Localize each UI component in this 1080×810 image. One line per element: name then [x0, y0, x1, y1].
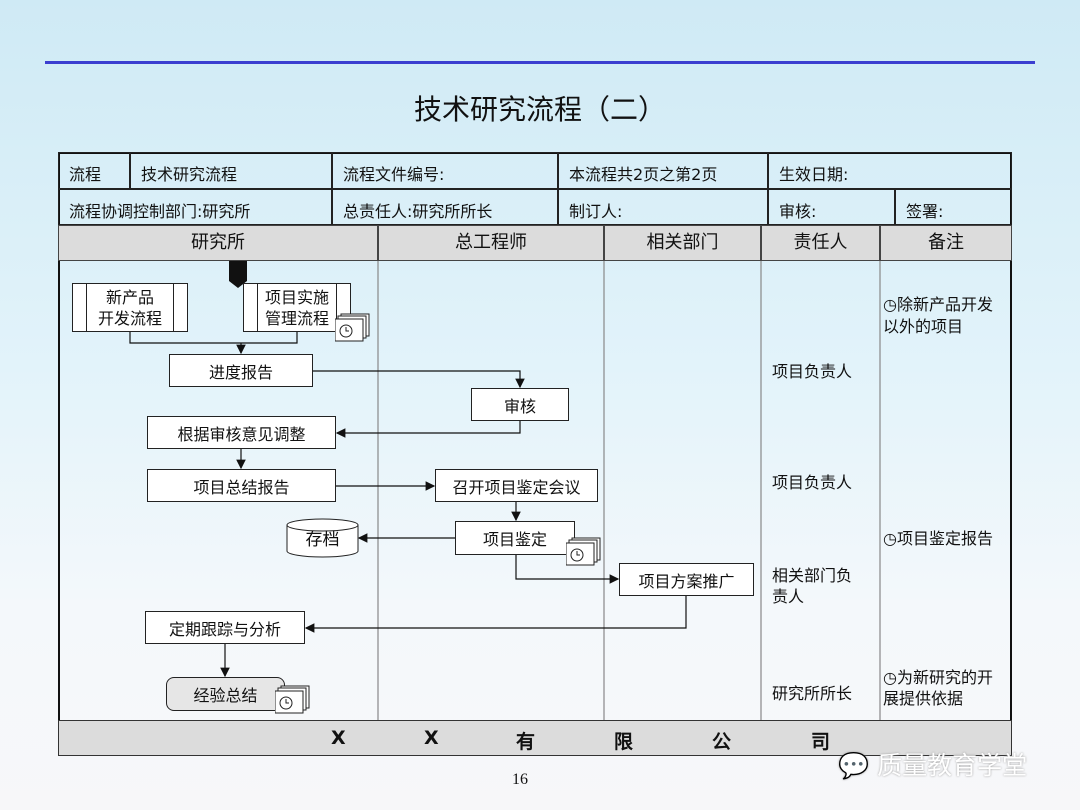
note-1a: ◷除新产品开发 — [883, 295, 993, 314]
col-header-related-dept: 相关部门 — [604, 225, 761, 261]
company-footer: X X 有 限 公 司 — [58, 720, 1012, 756]
responsible-2: 项目负责人 — [772, 473, 853, 492]
box-summary-report[interactable]: 项目总结报告 — [147, 469, 336, 502]
info-file-no: 流程文件编号: — [332, 152, 558, 189]
footer-char: X — [424, 727, 439, 749]
info-effective-date: 生效日期: — [768, 152, 1012, 189]
watermark: 💬 质量教育学堂 — [838, 746, 1027, 782]
footer-char: 司 — [811, 731, 831, 753]
box-project-impl-flow[interactable]: 项目实施管理流程 — [243, 283, 351, 332]
info-flow-name: 技术研究流程 — [130, 152, 332, 189]
cylinder-shape — [286, 518, 359, 558]
box-progress-report[interactable]: 进度报告 — [169, 354, 313, 387]
box-adjust[interactable]: 根据审核意见调整 — [147, 416, 336, 449]
info-author: 制订人: — [558, 189, 768, 225]
info-signature: 签署: — [895, 189, 1012, 225]
page-number: 16 — [512, 771, 528, 788]
box-line: 管理流程 — [264, 308, 329, 328]
box-new-product-flow[interactable]: 新产品开发流程 — [72, 283, 188, 332]
box-line: 新产品 — [105, 287, 154, 307]
archive-label: 存档 — [305, 530, 340, 550]
info-pages: 本流程共2页之第2页 — [558, 152, 768, 189]
watermark-text: 质量教育学堂 — [877, 751, 1028, 780]
box-line: 项目实施 — [264, 287, 329, 307]
col-header-chief-engineer: 总工程师 — [378, 225, 604, 261]
info-reviewer: 审核: — [768, 189, 895, 225]
info-dept: 流程协调控制部门:研究所 — [58, 189, 332, 225]
col-header-notes: 备注 — [880, 225, 1012, 261]
wechat-icon: 💬 — [838, 751, 870, 780]
col-header-institute: 研究所 — [58, 225, 378, 261]
note-3b: 展提供依据 — [883, 689, 964, 708]
footer-char: 有 — [516, 731, 536, 753]
box-appraisal-meeting[interactable]: 召开项目鉴定会议 — [435, 469, 598, 502]
document-clock-icon — [566, 537, 601, 566]
footer-char: X — [331, 727, 346, 749]
box-promotion[interactable]: 项目方案推广 — [619, 563, 754, 596]
box-appraisal[interactable]: 项目鉴定 — [455, 521, 575, 555]
note-1b: 以外的项目 — [883, 317, 964, 336]
box-experience-summary[interactable]: 经验总结 — [166, 677, 285, 711]
responsible-1: 项目负责人 — [772, 362, 853, 381]
box-review[interactable]: 审核 — [471, 388, 569, 421]
responsible-3b: 责人 — [772, 587, 805, 606]
info-label-flow: 流程 — [58, 152, 130, 189]
document-clock-icon — [275, 685, 310, 714]
col-header-responsible: 责任人 — [761, 225, 880, 261]
note-3a: ◷为新研究的开 — [883, 668, 993, 687]
footer-char: 限 — [614, 731, 634, 753]
box-line: 开发流程 — [97, 308, 162, 328]
box-tracking[interactable]: 定期跟踪与分析 — [145, 611, 305, 644]
document-clock-icon — [335, 313, 370, 342]
note-2: ◷项目鉴定报告 — [883, 529, 993, 548]
responsible-4: 研究所所长 — [772, 684, 853, 703]
start-marker — [229, 261, 247, 288]
page-title: 技术研究流程（二） — [413, 93, 666, 126]
top-divider — [45, 61, 1035, 64]
info-owner: 总责任人:研究所所长 — [332, 189, 558, 225]
responsible-3a: 相关部门负 — [772, 566, 853, 585]
footer-char: 公 — [712, 731, 732, 753]
